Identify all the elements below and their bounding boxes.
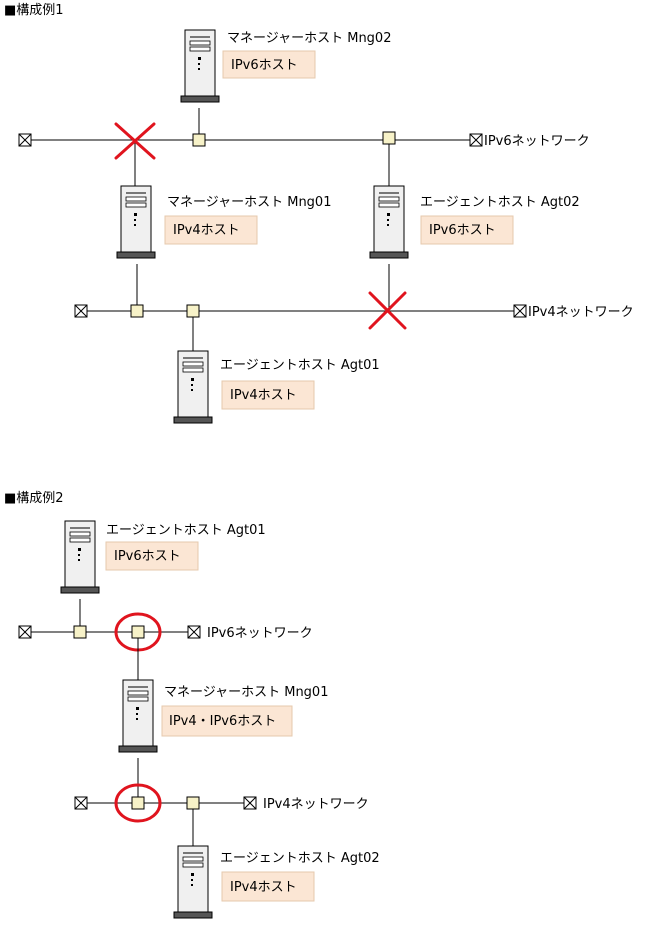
config2-mng01-type-box	[161, 705, 293, 737]
config2-ipv4-right-terminal-icon	[243, 796, 257, 810]
config2-agt02-junction	[186, 796, 200, 810]
config1-agt01-name: エージェントホスト Agt01	[220, 358, 380, 373]
config2-ipv4-network-label: IPv4ネットワーク	[263, 797, 369, 812]
config1-agt02-name: エージェントホスト Agt02	[420, 195, 580, 210]
config1-mng01-type-box	[164, 215, 258, 245]
config2-agt01-junction	[73, 625, 87, 639]
config2-agt02-server-icon	[173, 845, 213, 919]
config1-mng02-type-box	[222, 50, 316, 79]
config1-mng02-junction	[192, 133, 206, 147]
config2-agt02-name: エージェントホスト Agt02	[220, 851, 380, 866]
config1-agt02-type: IPv6ホスト	[429, 223, 496, 238]
config1-mng01-name: マネージャーホスト Mng01	[167, 195, 331, 210]
config1-agt02-type-box	[420, 215, 514, 245]
config2-agt01-type: IPv6ホスト	[114, 549, 181, 564]
config1-agt01-type: IPv4ホスト	[230, 388, 297, 403]
config2-agt01-server-icon	[60, 520, 100, 594]
config1-heading: ■構成例1	[4, 3, 64, 18]
config1-ipv6-right-terminal-icon	[469, 133, 483, 147]
config2-ipv6-right-terminal-icon	[187, 625, 201, 639]
config2-agt02-type: IPv4ホスト	[230, 880, 297, 895]
config1-ipv4-right-terminal-icon	[513, 304, 527, 318]
config1-mng02-type: IPv6ホスト	[231, 58, 298, 73]
config2-mng01-ipv6-junction	[131, 625, 145, 639]
config1-ipv6-network-label: IPv6ネットワーク	[484, 134, 590, 149]
config1-mng01-type: IPv4ホスト	[173, 223, 240, 238]
config2-ipv4-left-terminal-icon	[74, 796, 88, 810]
config2-agt01-type-box	[105, 541, 199, 571]
config2-heading: ■構成例2	[4, 491, 64, 506]
config1-ipv4-network-label: IPv4ネットワーク	[528, 305, 634, 320]
config1-ipv4-left-terminal-icon	[74, 304, 88, 318]
config2-mng01-server-icon	[118, 679, 158, 753]
config1-mng01-ipv4-junction	[130, 304, 144, 318]
config1-agt01-server-icon	[173, 350, 213, 424]
config1-ipv6-left-terminal-icon	[18, 133, 32, 147]
config1-agt02-ipv6-junction	[382, 131, 396, 145]
config2-ipv6-network-label: IPv6ネットワーク	[207, 626, 313, 641]
config2-mng01-name: マネージャーホスト Mng01	[164, 685, 328, 700]
config2-agt01-name: エージェントホスト Agt01	[106, 523, 266, 538]
config1-mng01-server-icon	[116, 185, 156, 259]
config1-agt01-type-box	[221, 380, 315, 410]
config1-mng02-server-icon	[180, 29, 220, 103]
config2-agt02-type-box	[221, 871, 315, 902]
config2-mng01-ipv4-junction	[131, 796, 145, 810]
config2-mng01-ipv4-highlight-ring	[114, 783, 162, 823]
config1-agt01-junction	[186, 304, 200, 318]
config2-ipv6-left-terminal-icon	[18, 625, 32, 639]
config1-agt02-server-icon	[369, 185, 409, 259]
config1-mng02-name: マネージャーホスト Mng02	[227, 31, 391, 46]
config2-mng01-type: IPv4・IPv6ホスト	[169, 714, 276, 729]
